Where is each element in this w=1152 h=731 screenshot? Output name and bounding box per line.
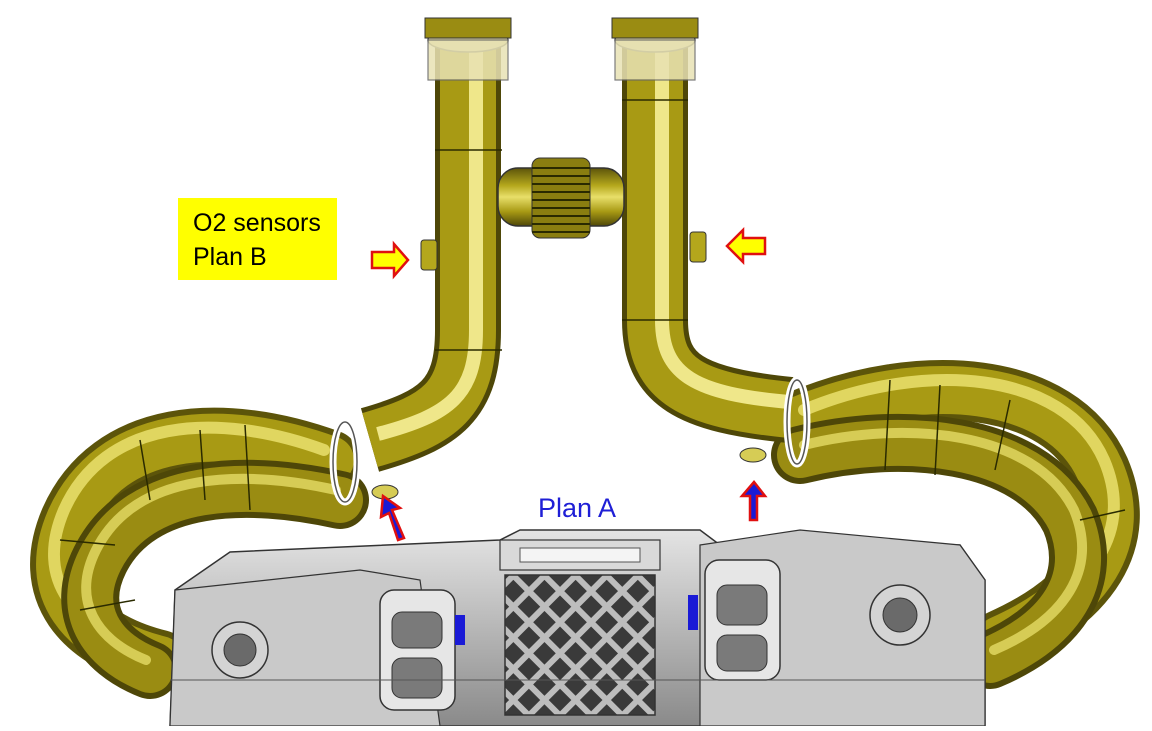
- left-header-runners: [30, 407, 369, 699]
- plan-b-callout: O2 sensors Plan B: [178, 198, 337, 280]
- callout-line-1: O2 sensors: [193, 209, 321, 237]
- engine-block: [169, 529, 986, 727]
- flex-bellows: [531, 157, 591, 239]
- arrow-left-icon: [725, 226, 767, 266]
- right-header-runners: [770, 360, 1140, 689]
- h-pipe-crossover: [497, 157, 625, 239]
- arrow-right-icon: [370, 240, 410, 280]
- arrow-up-icon: [739, 480, 768, 522]
- callout-line-2: Plan B: [193, 243, 267, 271]
- right-downpipe: [611, 17, 811, 468]
- plan-a-label: Plan A: [538, 493, 617, 523]
- left-downpipe: [329, 17, 512, 506]
- arrow-up-icon: [379, 493, 406, 542]
